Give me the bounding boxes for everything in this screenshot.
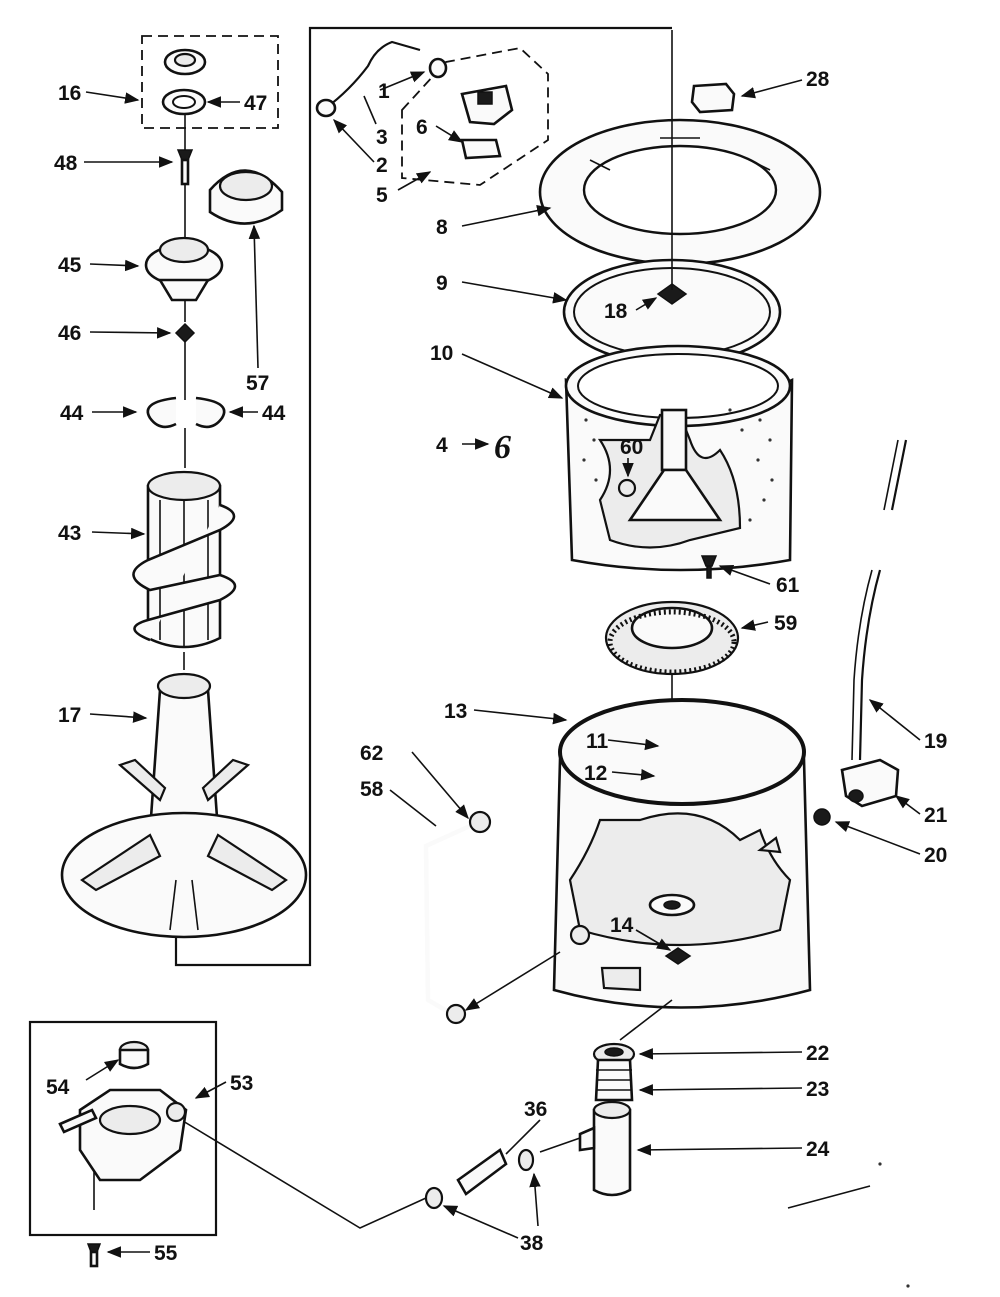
label-11: 11 <box>586 730 609 753</box>
label-5: 5 <box>376 184 388 207</box>
label-12: 12 <box>584 762 607 785</box>
label-43: 43 <box>58 522 81 545</box>
label-24: 24 <box>806 1138 830 1161</box>
nut-part-14 <box>664 947 692 965</box>
pressure-hose-part-3 <box>315 40 448 118</box>
label-57: 57 <box>246 372 269 395</box>
label-4-handwritten: 6 <box>494 429 511 466</box>
label-58: 58 <box>360 778 384 801</box>
pump-box-53 <box>28 1020 218 1237</box>
axis-line-right-4 <box>619 999 673 1041</box>
label-53: 53 <box>230 1072 253 1095</box>
pump-part-53 <box>58 1088 188 1210</box>
valve-part-21 <box>840 758 900 808</box>
switch-box-5 <box>401 47 549 186</box>
clip-part-44 <box>146 396 226 429</box>
stray-dot <box>878 1162 882 1166</box>
cap-part-57 <box>208 169 284 225</box>
agitator-part-17 <box>60 672 308 939</box>
label-45: 45 <box>58 254 82 277</box>
outer-tub-part-13 <box>552 698 812 1009</box>
label-46: 46 <box>58 322 81 345</box>
bellows-part-23 <box>594 1058 634 1102</box>
label-18: 18 <box>604 300 628 323</box>
kit-box-16 <box>141 35 279 129</box>
label-60: 60 <box>620 436 643 459</box>
label-17: 17 <box>58 704 81 727</box>
connector-line-pump <box>177 1117 581 1229</box>
label-20: 20 <box>924 844 947 867</box>
label-13: 13 <box>444 700 467 723</box>
tub-ring-part-8 <box>538 118 822 266</box>
label-62: 62 <box>360 742 383 765</box>
nut-part-46 <box>174 322 196 344</box>
cap-part-54 <box>118 1040 150 1070</box>
label-47: 47 <box>244 92 267 115</box>
bolt-part-61 <box>700 555 718 579</box>
label-2: 2 <box>376 154 388 177</box>
label-1: 1 <box>378 80 390 103</box>
hose-part-58 <box>423 810 492 1025</box>
label-23: 23 <box>806 1078 829 1101</box>
label-14: 14 <box>610 914 634 937</box>
label-16: 16 <box>58 82 81 105</box>
label-19: 19 <box>924 730 947 753</box>
leader-lines <box>84 71 921 1258</box>
label-38: 38 <box>520 1232 544 1255</box>
stray-dot <box>906 1284 910 1288</box>
seal-part-47 <box>161 88 207 116</box>
label-54: 54 <box>46 1076 70 1099</box>
screw-part-60 <box>617 478 637 498</box>
drain-tee-part-24 <box>578 1100 632 1197</box>
label-48: 48 <box>54 152 78 175</box>
label-4: 4 <box>436 434 448 457</box>
nut-part-18 <box>656 283 688 305</box>
auger-part-43 <box>132 470 237 649</box>
label-10: 10 <box>430 342 453 365</box>
agitator-cap-part-45 <box>144 236 224 302</box>
label-44-left: 44 <box>60 402 84 425</box>
switch-part-6 <box>460 84 514 160</box>
label-36: 36 <box>524 1098 547 1121</box>
bolt-part-48 <box>176 149 194 186</box>
label-3: 3 <box>376 126 388 149</box>
label-55: 55 <box>154 1242 178 1265</box>
drive-hub-part-59 <box>604 600 740 676</box>
label-8: 8 <box>436 216 448 239</box>
plate-part-28 <box>690 82 736 114</box>
assembly-bracket-line <box>174 26 672 967</box>
label-21: 21 <box>924 804 948 827</box>
screw-part-55 <box>86 1243 102 1268</box>
label-44-right: 44 <box>262 402 286 425</box>
label-22: 22 <box>806 1042 829 1065</box>
stray-mark <box>787 1185 871 1209</box>
hose-part-19 <box>858 439 908 761</box>
label-28: 28 <box>806 68 830 91</box>
hose-part-19-outline <box>851 439 899 761</box>
label-6: 6 <box>416 116 428 139</box>
hose-part-36 <box>424 1148 535 1210</box>
label-59: 59 <box>774 612 797 635</box>
label-9: 9 <box>436 272 448 295</box>
cap-part-16 <box>163 48 207 76</box>
spin-basket-part-10 <box>564 344 794 572</box>
label-61: 61 <box>776 574 800 597</box>
ring-part-20 <box>813 808 831 826</box>
